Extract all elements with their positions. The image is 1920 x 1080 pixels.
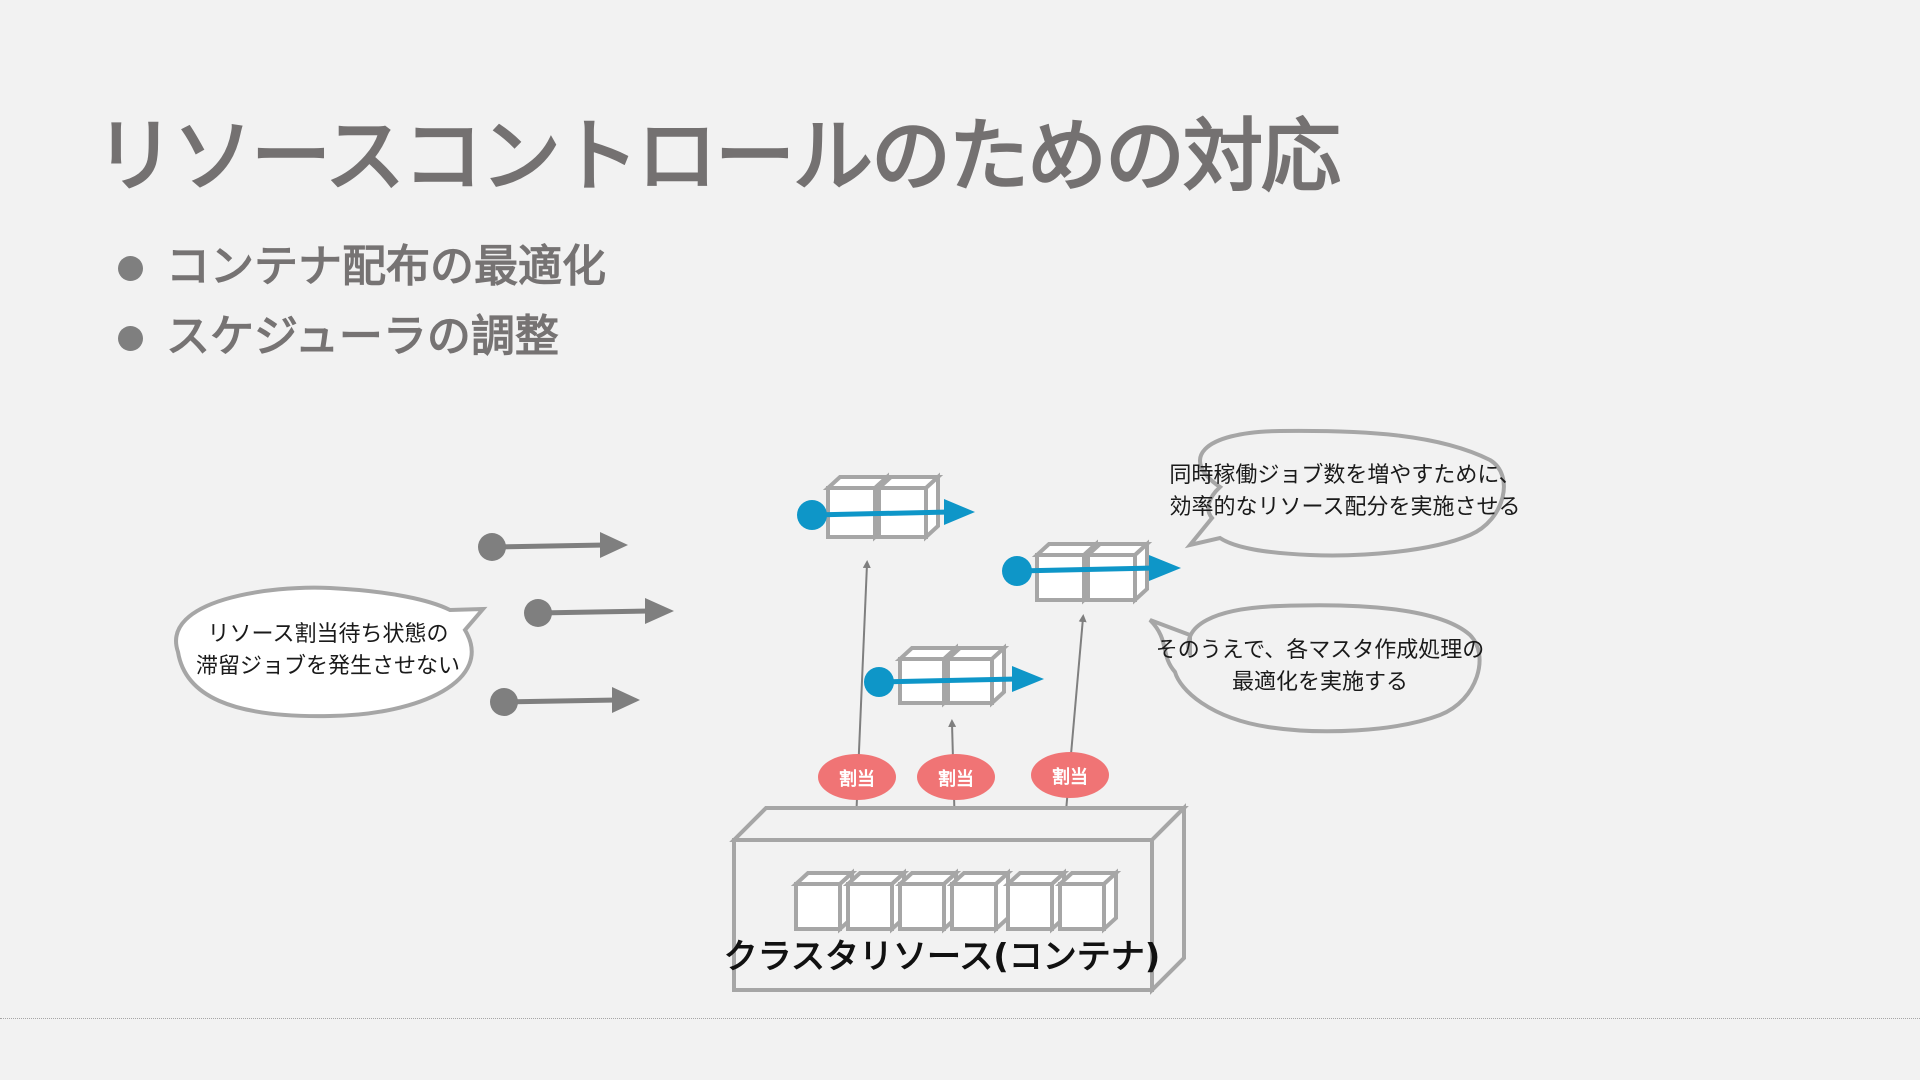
badge-label: 割当: [839, 768, 875, 790]
allocation-badge: 割当: [818, 754, 896, 800]
bullet-item-scheduler-tuning: スケジューラの調整: [118, 302, 606, 372]
bullet-dot-icon: [118, 326, 143, 351]
container-cube: [842, 868, 910, 934]
bullet-item-container-optimization: コンテナ配布の最適化: [118, 232, 606, 302]
cluster-label: クラスタリソース(コンテナ): [724, 937, 1161, 977]
container-cubes: [790, 868, 1122, 934]
waiting-job-arrow: [478, 532, 628, 561]
slide-title: リソースコントロールのための対応: [95, 110, 1341, 203]
allocation-badge: 割当: [917, 754, 995, 800]
container-cube: [946, 868, 1014, 934]
callout-text: 効率的なリソース配分を実施させる: [1170, 495, 1521, 520]
container-cube: [1054, 868, 1122, 934]
callout-text: 同時稼働ジョブ数を増やすために、: [1169, 463, 1520, 488]
container-cube: [1002, 868, 1070, 934]
waiting-job-arrow: [524, 598, 674, 627]
badge-label: 割当: [938, 768, 974, 790]
allocation-badge: 割当: [1031, 752, 1109, 798]
running-job-middle: [864, 643, 1044, 708]
bullet-label: スケジューラの調整: [166, 311, 559, 362]
bullet-list: コンテナ配布の最適化 スケジューラの調整: [118, 232, 606, 372]
running-job-top: [797, 472, 975, 542]
bottom-divider: [0, 1018, 1920, 1019]
waiting-callout: リソース割当待ち状態の 滞留ジョブを発生させない: [174, 585, 488, 719]
callout-text: 最適化を実施する: [1232, 670, 1408, 695]
container-cube: [790, 868, 858, 934]
callout-text: リソース割当待ち状態の: [208, 622, 449, 647]
badge-label: 割当: [1052, 766, 1088, 788]
callout-text: そのうえで、各マスタ作成処理の: [1156, 638, 1484, 663]
bullet-dot-icon: [118, 256, 143, 281]
cluster-resource-box: クラスタリソース(コンテナ): [724, 803, 1189, 995]
bullet-label: コンテナ配布の最適化: [166, 241, 606, 292]
concurrency-callout: 同時稼働ジョブ数を増やすために、 効率的なリソース配分を実施させる: [1169, 428, 1521, 558]
waiting-job-arrow: [490, 687, 640, 716]
running-job-right: [1002, 539, 1181, 605]
callout-text: 滞留ジョブを発生させない: [196, 654, 460, 679]
optimize-callout: そのうえで、各マスタ作成処理の 最適化を実施する: [1148, 603, 1484, 734]
container-cube: [894, 868, 962, 934]
